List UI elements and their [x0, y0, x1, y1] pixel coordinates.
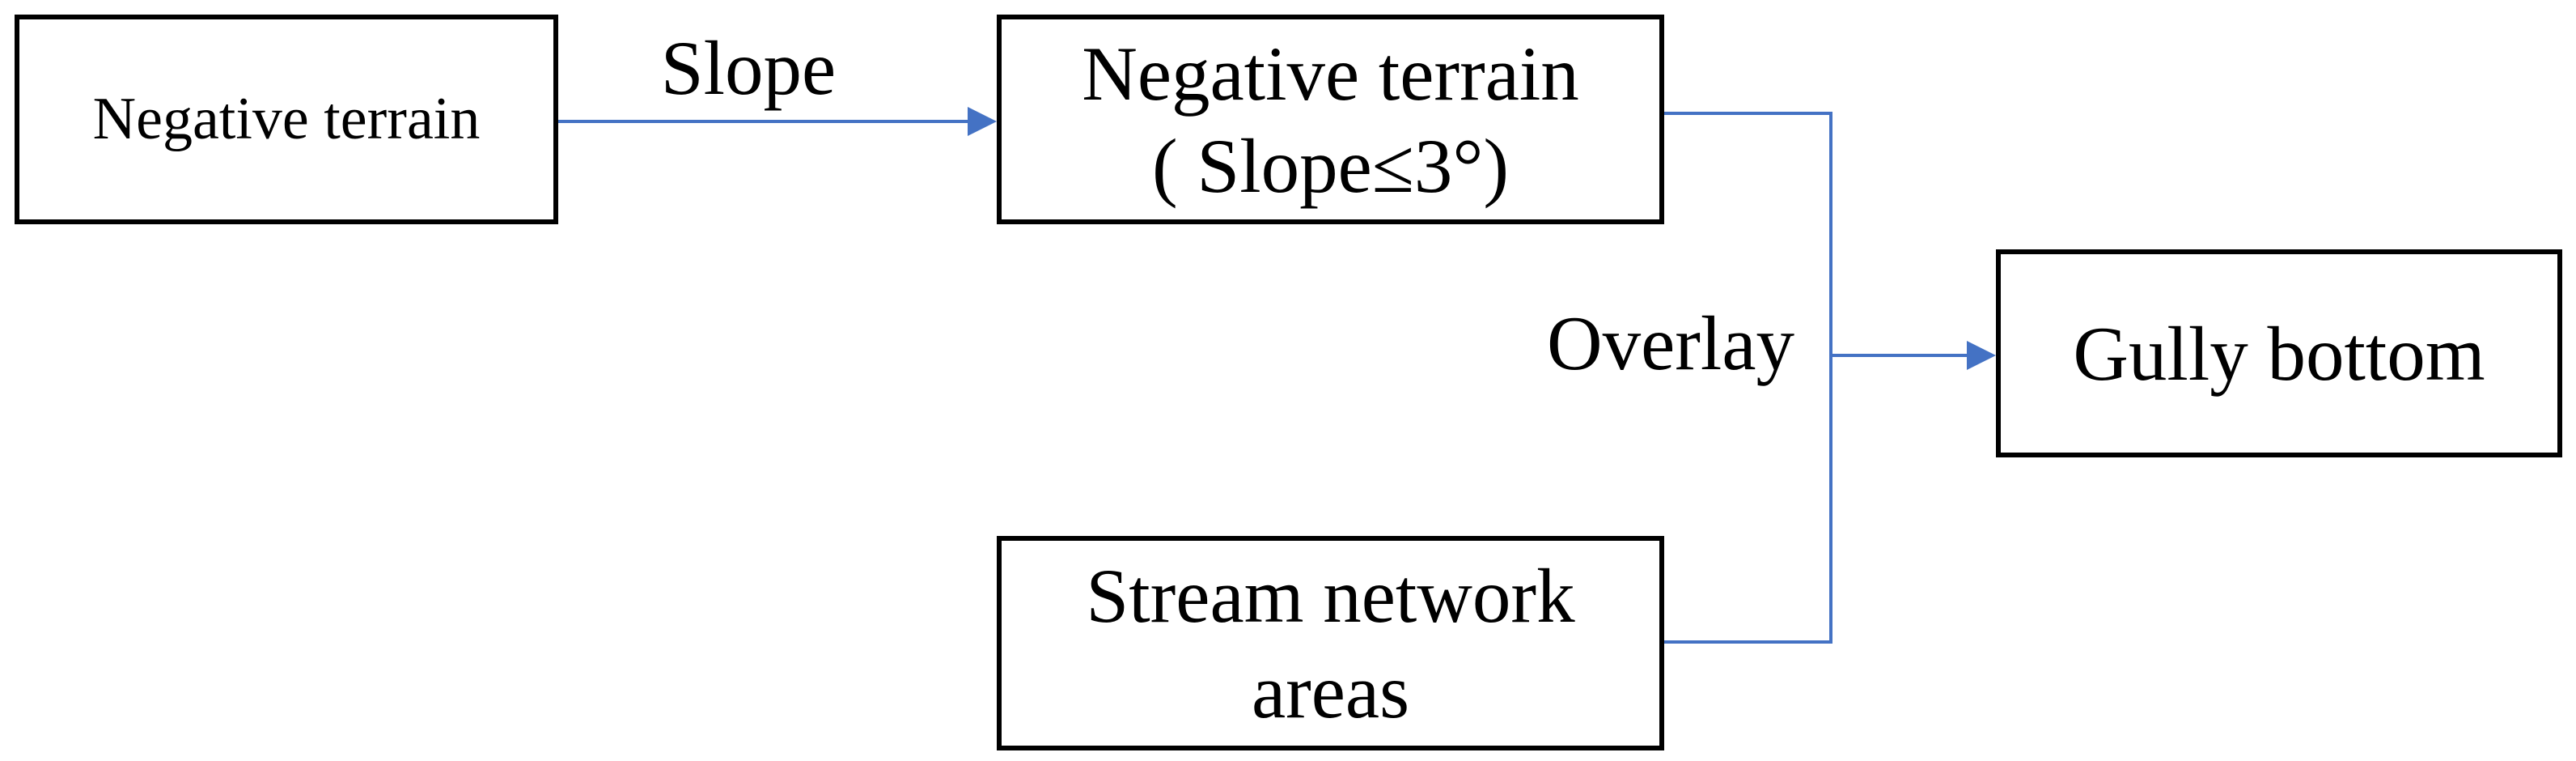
edge-label-slope: Slope	[660, 25, 837, 111]
edge-label-overlay: Overlay	[1547, 300, 1794, 386]
node-stream-network-label-line2: areas	[1251, 648, 1410, 734]
node-negative-terrain: Negative terrain	[15, 15, 558, 224]
node-stream-network-areas: Stream network areas	[997, 536, 1664, 750]
overlay-arrowhead-icon	[1967, 341, 1996, 370]
node-negative-terrain-slope-label-line1: Negative terrain	[1082, 30, 1579, 117]
node-stream-network-label-line1: Stream network	[1086, 552, 1575, 639]
node-negative-terrain-slope: Negative terrain ( Slope≤3°)	[997, 15, 1664, 224]
slope-arrowhead-icon	[968, 107, 997, 136]
node-negative-terrain-slope-label-line2: ( Slope≤3°)	[1151, 122, 1510, 209]
node-negative-terrain-label: Negative terrain	[92, 86, 481, 152]
node-gully-bottom-label: Gully bottom	[2073, 310, 2485, 397]
node-gully-bottom: Gully bottom	[1996, 249, 2562, 457]
merge-connector-line	[1664, 112, 1832, 644]
